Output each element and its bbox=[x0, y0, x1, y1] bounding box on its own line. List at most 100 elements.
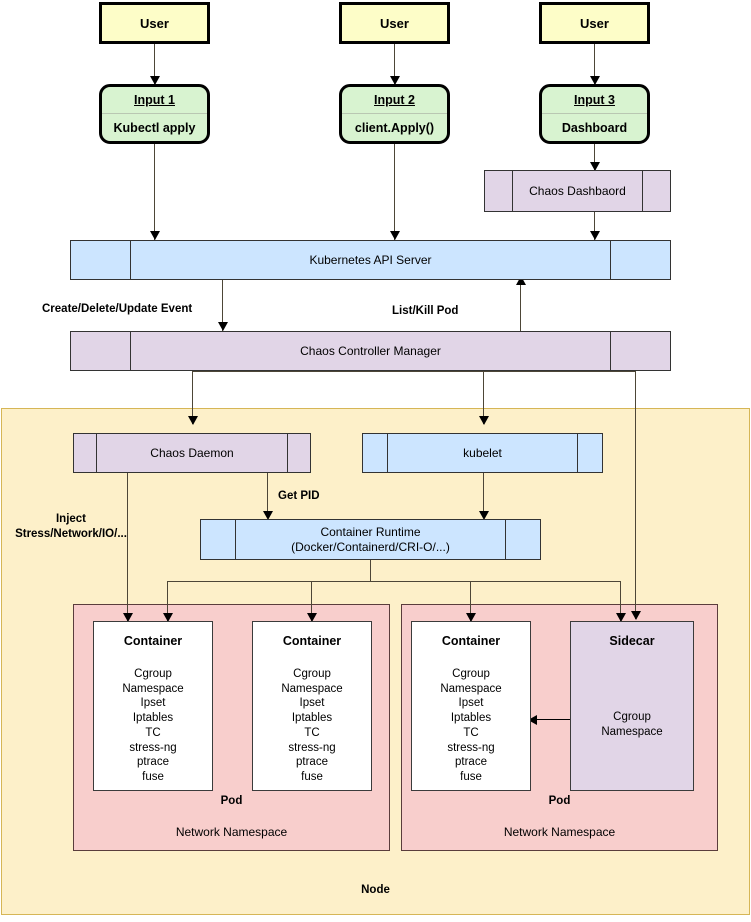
controller-manager-left-segment bbox=[71, 332, 131, 370]
component-container-runtime: Container Runtime (Docker/Containerd/CRI… bbox=[200, 519, 541, 560]
edge-daemon-runtime bbox=[267, 473, 269, 518]
api-server-left-segment bbox=[71, 241, 131, 279]
sidecar-title: Sidecar bbox=[609, 634, 655, 648]
arrow-apiserver-controller bbox=[218, 322, 228, 331]
edge-controller-kubelet bbox=[483, 371, 485, 424]
edge-input2-apiserver bbox=[394, 144, 396, 241]
input-box-2: Input 2 client.Apply() bbox=[339, 84, 450, 144]
arrow-input3-dashboard bbox=[590, 162, 600, 171]
edge-controller-daemon bbox=[192, 371, 194, 424]
user-box-2: User bbox=[339, 2, 450, 44]
component-chaos-controller-manager: Chaos Controller Manager bbox=[70, 331, 671, 371]
edge-label-inject-line2: Stress/Network/IO/... bbox=[15, 528, 127, 540]
component-kubelet: kubelet bbox=[362, 433, 603, 473]
region-pod-2-label: Pod bbox=[548, 795, 571, 807]
input-box-1: Input 1 Kubectl apply bbox=[99, 84, 210, 144]
container-1-item-stress-ng: stress-ng bbox=[129, 741, 177, 754]
arrow-dashboard-apiserver bbox=[590, 231, 600, 240]
kubelet-left-segment bbox=[363, 434, 388, 472]
edge-label-get-pid: Get PID bbox=[278, 490, 320, 502]
container-3-item-namespace: Namespace bbox=[440, 682, 502, 695]
api-server-right-segment bbox=[610, 241, 670, 279]
edge-sidecar-container3 bbox=[535, 719, 571, 721]
arrow-controller-daemon bbox=[188, 416, 198, 425]
input-3-body: Dashboard bbox=[561, 120, 628, 135]
arrow-runtime-sidecar bbox=[616, 613, 626, 622]
edge-runtime-fanout bbox=[167, 581, 620, 583]
container-1-item-iptables: Iptables bbox=[132, 712, 174, 725]
arrow-controller-apiserver bbox=[516, 276, 526, 285]
arrow-runtime-container2 bbox=[307, 613, 317, 622]
user-box-1: User bbox=[99, 2, 210, 44]
arrow-controller-sidecar bbox=[631, 611, 641, 620]
input-3-title: Input 3 bbox=[542, 87, 647, 114]
user-label-2: User bbox=[380, 15, 409, 31]
user-label-3: User bbox=[580, 15, 609, 31]
container-3-item-ptrace: ptrace bbox=[455, 756, 487, 769]
arrow-input2-apiserver bbox=[390, 231, 400, 240]
sidecar-item-namespace: Namespace bbox=[601, 725, 663, 738]
container-2-item-tc: TC bbox=[304, 726, 320, 739]
edge-apiserver-controller bbox=[222, 280, 224, 331]
edge-daemon-inject bbox=[127, 473, 129, 621]
container-2-item-ptrace: ptrace bbox=[296, 756, 328, 769]
user-label-1: User bbox=[140, 15, 169, 31]
api-server-label: Kubernetes API Server bbox=[309, 252, 432, 267]
edge-controller-sidecar bbox=[635, 371, 637, 619]
edge-runtime-container1 bbox=[167, 581, 169, 621]
container-1-item-ipset: Ipset bbox=[140, 697, 166, 710]
input-1-title: Input 1 bbox=[102, 87, 207, 114]
container-2-title: Container bbox=[282, 634, 342, 648]
controller-manager-label: Chaos Controller Manager bbox=[300, 343, 441, 358]
arrow-kubelet-runtime bbox=[479, 511, 489, 520]
component-kubernetes-api-server: Kubernetes API Server bbox=[70, 240, 671, 280]
edge-runtime-down bbox=[370, 559, 372, 582]
edge-controller-fanout bbox=[192, 371, 636, 373]
container-3-item-iptables: Iptables bbox=[450, 712, 492, 725]
arrow-user1-input1 bbox=[150, 76, 160, 85]
input-1-body: Kubectl apply bbox=[113, 120, 196, 135]
container-3-items: Cgroup Namespace Ipset Iptables TC stres… bbox=[440, 667, 501, 785]
input-box-3: Input 3 Dashboard bbox=[539, 84, 650, 144]
input-2-title: Input 2 bbox=[342, 87, 447, 114]
arrow-sidecar-container3 bbox=[528, 715, 537, 725]
arrow-input1-apiserver bbox=[150, 231, 160, 240]
arrow-user3-input3 bbox=[590, 76, 600, 85]
arrow-runtime-container3 bbox=[466, 613, 476, 622]
kubelet-label: kubelet bbox=[463, 445, 502, 460]
container-1-item-fuse: fuse bbox=[142, 771, 164, 784]
container-2-items: Cgroup Namespace Ipset Iptables TC stres… bbox=[281, 667, 342, 785]
edge-input3-dashboard bbox=[594, 144, 596, 170]
container-2-item-cgroup: Cgroup bbox=[293, 668, 331, 680]
container-1-item-cgroup: Cgroup bbox=[134, 668, 172, 680]
chaos-daemon-label: Chaos Daemon bbox=[150, 445, 234, 460]
component-chaos-daemon: Chaos Daemon bbox=[73, 433, 311, 473]
edge-user3-input3 bbox=[594, 44, 596, 84]
region-pod-1-label: Pod bbox=[220, 795, 243, 807]
arrow-daemon-inject-container1 bbox=[123, 613, 133, 622]
arrow-user2-input2 bbox=[390, 76, 400, 85]
arrow-controller-kubelet bbox=[479, 416, 489, 425]
edge-label-list-kill-pod: List/Kill Pod bbox=[392, 305, 459, 317]
edge-user1-input1 bbox=[154, 44, 156, 84]
edge-dashboard-apiserver bbox=[594, 212, 596, 241]
container-3-item-stress-ng: stress-ng bbox=[447, 741, 495, 754]
container-3-item-ipset: Ipset bbox=[458, 697, 484, 710]
container-1-item-tc: TC bbox=[145, 726, 161, 739]
sidecar-item-cgroup: Cgroup bbox=[613, 711, 651, 723]
container-runtime-center: Container Runtime (Docker/Containerd/CRI… bbox=[236, 520, 505, 559]
container-1-item-namespace: Namespace bbox=[122, 682, 184, 695]
container-2-item-ipset: Ipset bbox=[299, 697, 325, 710]
chaos-daemon-left-segment bbox=[74, 434, 97, 472]
container-runtime-label-line1: Container Runtime bbox=[320, 524, 421, 539]
container-2-item-fuse: fuse bbox=[301, 771, 323, 784]
kubelet-right-segment bbox=[577, 434, 602, 472]
edge-runtime-sidecar bbox=[620, 581, 622, 621]
container-runtime-right-segment bbox=[505, 520, 540, 559]
component-chaos-dashboard: Chaos Dashbaord bbox=[484, 170, 671, 212]
user-box-3: User bbox=[539, 2, 650, 44]
sidecar-items: Cgroup Namespace bbox=[601, 710, 662, 739]
container-box-1: Container Cgroup Namespace Ipset Iptable… bbox=[93, 621, 213, 791]
chaos-daemon-right-segment bbox=[287, 434, 310, 472]
